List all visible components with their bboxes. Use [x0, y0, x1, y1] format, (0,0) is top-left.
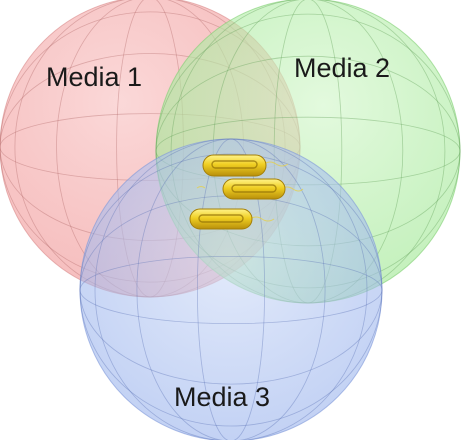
mesh-meridian	[136, 138, 326, 440]
mesh-meridian	[197, 138, 265, 440]
mesh-meridian	[94, 138, 368, 440]
rod-bacteria-icon	[202, 154, 267, 177]
mesh-parallel	[79, 255, 383, 324]
rod-bacteria-icon	[189, 208, 253, 230]
set-label-1: Media 1	[46, 62, 142, 92]
rod-bacteria-icon-group	[189, 154, 304, 230]
mesh-meridian	[94, 138, 368, 440]
set-label-3: Media 3	[174, 382, 270, 412]
mesh-parallel	[79, 255, 383, 324]
mesh-parallel	[79, 153, 383, 427]
mesh-parallel	[79, 153, 383, 427]
rod-bacteria-icon	[222, 178, 286, 200]
mesh-meridian	[136, 138, 326, 440]
mesh-meridian	[197, 138, 265, 440]
set-label-2: Media 2	[294, 53, 390, 83]
